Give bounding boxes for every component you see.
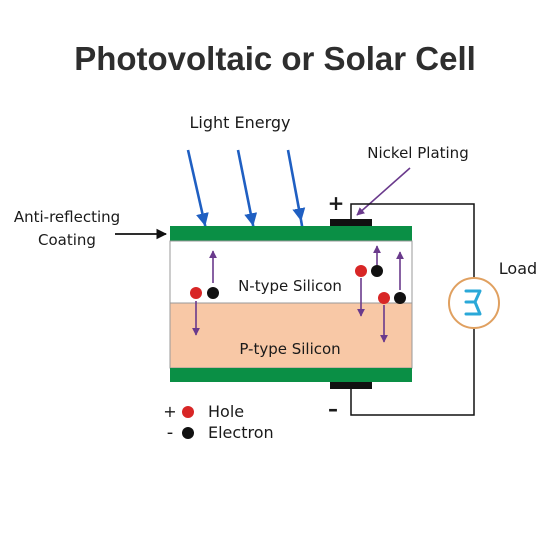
load-filament-icon: [464, 289, 482, 316]
circuit-wire-top: [350, 203, 475, 278]
hole-dot: [355, 265, 367, 277]
negative-terminal-sign: –: [328, 397, 338, 421]
electron-dot: [207, 287, 219, 299]
legend-hole-dot: [182, 406, 194, 418]
nickel-plating-label: Nickel Plating: [367, 144, 468, 162]
bottom-nickel-contact: [330, 382, 372, 389]
hole-dot: [378, 292, 390, 304]
load-label: Load: [499, 259, 537, 278]
light-ray: [286, 149, 306, 222]
bottom-coating: [170, 368, 412, 382]
light-ray: [186, 149, 209, 227]
light-ray: [236, 149, 258, 227]
p-type-label: P-type Silicon: [239, 340, 340, 358]
anti-reflecting-label: Anti-reflecting: [14, 208, 120, 226]
circuit-wire-bottom: [350, 328, 475, 416]
nickel-plating-pointer: [356, 167, 411, 216]
positive-terminal-sign: +: [328, 191, 345, 215]
anti-reflecting-coating: [170, 226, 412, 241]
electron-dot: [371, 265, 383, 277]
diagram-title: Photovoltaic or Solar Cell: [74, 40, 476, 77]
legend-electron-dot: [182, 427, 194, 439]
p-type-region: [169, 302, 413, 369]
legend-hole-label: Hole: [208, 402, 244, 421]
legend-hole-sign: +: [163, 402, 176, 421]
electron-dot: [394, 292, 406, 304]
legend-electron-sign: -: [167, 422, 174, 443]
light-energy-label: Light Energy: [189, 113, 290, 132]
legend-electron-label: Electron: [208, 423, 274, 442]
top-nickel-contact: [330, 219, 372, 226]
hole-dot: [190, 287, 202, 299]
coating-label: Coating: [38, 231, 96, 249]
n-type-label: N-type Silicon: [238, 277, 342, 295]
